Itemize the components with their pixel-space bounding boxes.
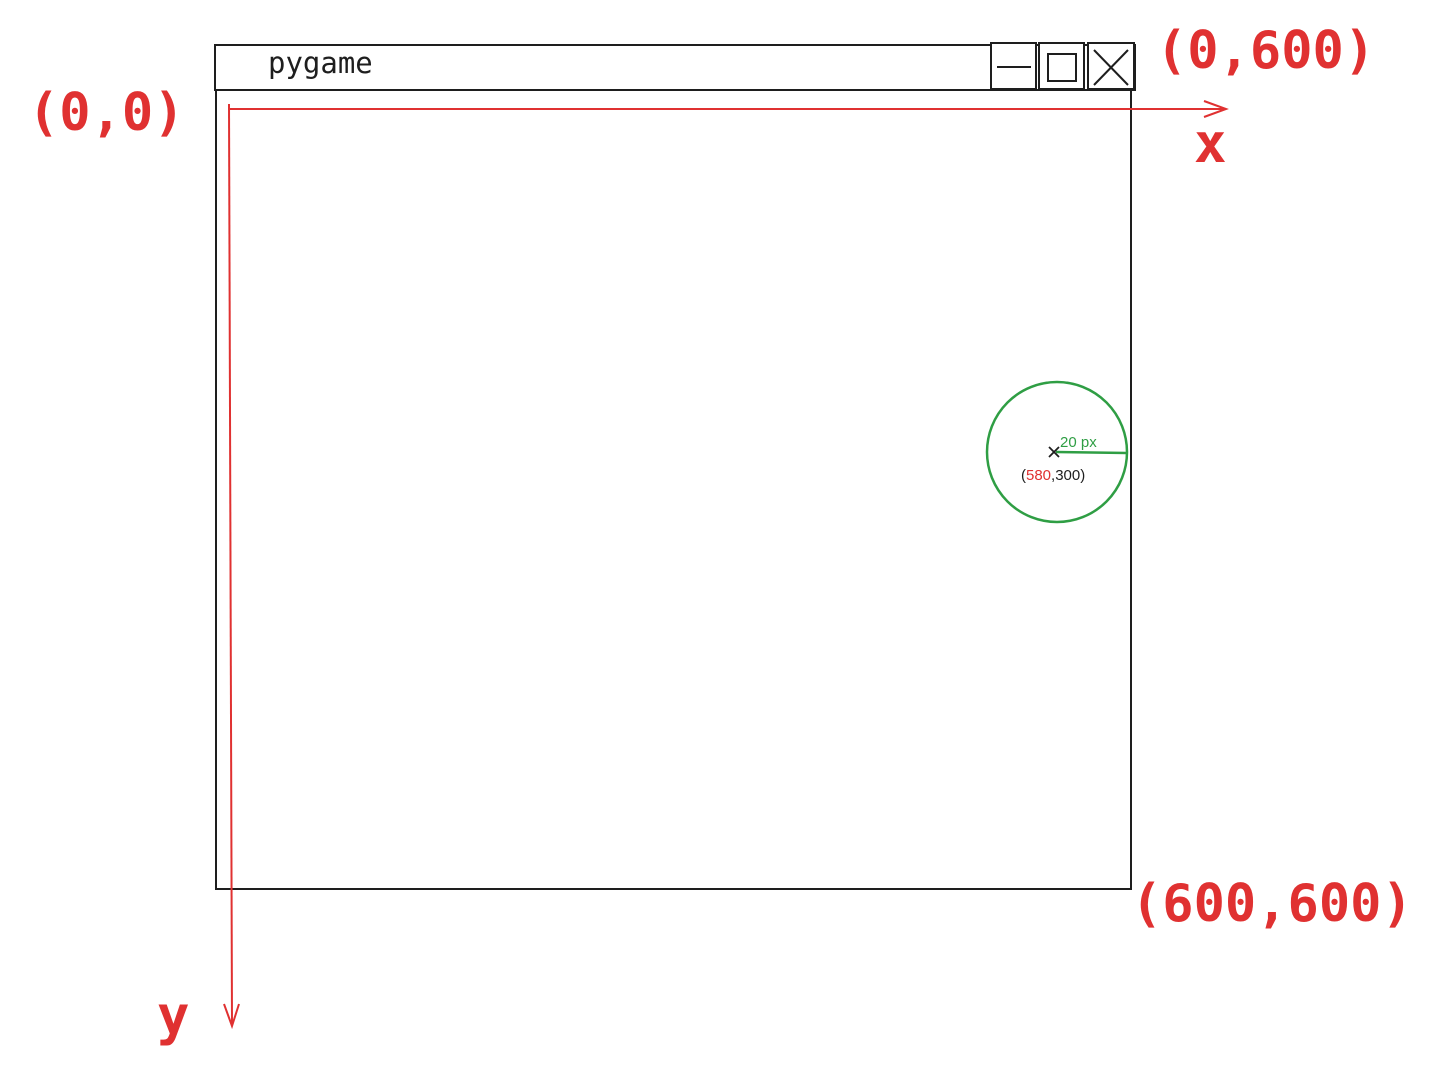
- center-x-value: 580: [1026, 467, 1051, 484]
- top-right-coordinate-label: (0,600): [1156, 21, 1375, 81]
- center-open-paren: (: [1021, 467, 1026, 484]
- window-title: pygame: [268, 46, 373, 80]
- radius-label: 20 px: [1060, 434, 1097, 451]
- maximize-icon: [1047, 53, 1077, 82]
- center-cross-icon: [1048, 446, 1060, 458]
- x-axis-label: x: [1194, 112, 1227, 175]
- minimize-button[interactable]: [990, 42, 1037, 90]
- center-coordinate-label: (580,300): [1021, 467, 1085, 484]
- y-axis-label: y: [157, 984, 190, 1047]
- window-title-bar: [214, 44, 1136, 91]
- y-axis-arrowhead: [223, 1003, 240, 1030]
- close-icon: [1093, 49, 1129, 86]
- radius-line: [1055, 450, 1128, 455]
- maximize-button[interactable]: [1038, 42, 1085, 90]
- center-y-part: ,300): [1051, 467, 1085, 484]
- bottom-right-coordinate-label: (600,600): [1131, 874, 1413, 934]
- pygame-window: pygame: [214, 42, 1136, 890]
- x-axis: [228, 100, 1229, 118]
- close-button[interactable]: [1087, 42, 1135, 90]
- top-left-coordinate-label: (0,0): [28, 83, 185, 143]
- window-canvas: [215, 89, 1132, 890]
- x-axis-arrowhead: [1203, 100, 1229, 118]
- y-axis: [223, 103, 240, 1030]
- circle-shape: 20 px (580,300): [985, 380, 1129, 524]
